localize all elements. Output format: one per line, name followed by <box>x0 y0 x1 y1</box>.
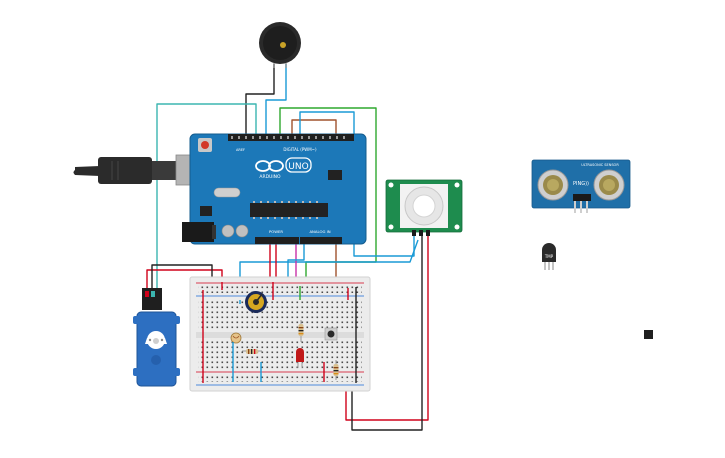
pir-motion-sensor[interactable] <box>385 179 463 236</box>
wire-pir-red[interactable] <box>345 232 429 421</box>
wire-servo-signal[interactable] <box>156 103 257 290</box>
wire-buzzer-blue[interactable] <box>265 64 287 136</box>
analog-label: ANALOG IN <box>309 229 330 234</box>
resistor-3[interactable] <box>333 360 339 380</box>
pushbutton[interactable] <box>324 327 338 341</box>
arduino-brand-text: ARDUINO <box>259 174 281 180</box>
power-jack[interactable] <box>182 222 214 242</box>
resistor-1[interactable] <box>242 349 262 354</box>
analog-header <box>300 237 342 244</box>
wire-buzzer-black[interactable] <box>245 64 275 136</box>
ultrasonic-model-label: PING)) <box>573 181 589 187</box>
usb-cable[interactable] <box>73 154 209 186</box>
arduino-uno-board[interactable]: DIGITAL (PWM~) AREF UNO ARDUINO <box>182 133 367 245</box>
resistor-2[interactable] <box>298 320 304 342</box>
temperature-sensor[interactable]: TMP <box>542 243 556 270</box>
potentiometer[interactable] <box>245 291 267 313</box>
power-header <box>255 237 299 244</box>
crystal <box>213 187 241 198</box>
ultrasonic-top-label: ULTRASONIC SENSOR <box>581 163 619 167</box>
rail-bottom-holes <box>198 375 362 382</box>
photoresistor[interactable] <box>230 332 242 344</box>
digital-header <box>228 134 354 141</box>
piezo-buzzer[interactable] <box>259 22 301 68</box>
wire-servo-red[interactable] <box>146 269 223 290</box>
power-label: POWER <box>269 229 283 234</box>
digital-label: DIGITAL (PWM~) <box>283 147 317 152</box>
tmp-label: TMP <box>544 254 554 259</box>
wire-servo-black[interactable] <box>151 264 213 290</box>
breadboard-components <box>202 282 357 383</box>
aref-label: AREF <box>236 148 245 152</box>
digital-pins <box>231 136 345 139</box>
ultrasonic-sensor[interactable]: ULTRASONIC SENSOR PING)) <box>531 159 631 213</box>
wire-pir-black[interactable] <box>351 232 423 431</box>
atmega-chip <box>250 203 328 217</box>
arduino-logo: UNO ARDUINO <box>255 157 312 180</box>
wire-pir-green[interactable] <box>279 107 377 300</box>
small-black-component[interactable] <box>644 330 653 339</box>
red-led[interactable] <box>296 348 304 368</box>
breadboard[interactable] <box>189 276 371 392</box>
uno-logo-text: UNO <box>288 162 308 172</box>
main-holes-top <box>198 300 362 330</box>
rail-top-holes <box>198 286 362 293</box>
servo-motor[interactable] <box>133 288 180 387</box>
